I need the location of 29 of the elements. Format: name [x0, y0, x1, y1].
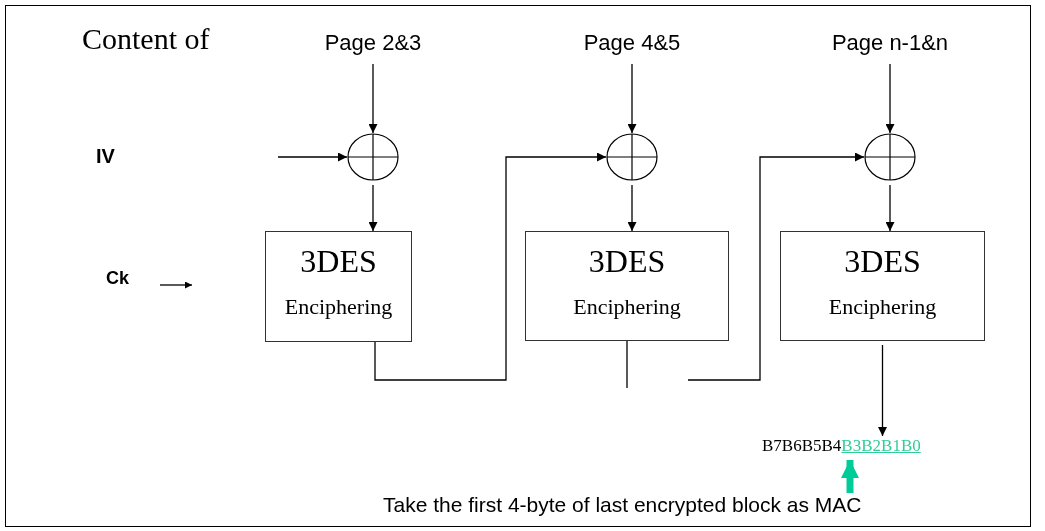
arrow — [627, 184, 637, 232]
cipher-subtitle: Enciphering — [827, 294, 938, 321]
arrow — [885, 184, 895, 232]
connector-line — [626, 340, 628, 389]
arrow — [277, 152, 348, 162]
cipher-box — [525, 231, 729, 341]
cipher-title: 3DES — [587, 242, 667, 281]
page-label: Page 2&3 — [324, 30, 422, 55]
heading-text: Content of — [82, 22, 210, 56]
arrow — [368, 63, 378, 134]
page-label: Page n-1&n — [831, 30, 949, 55]
arrow — [374, 152, 607, 381]
caption-text: Take the first 4-byte of last encrypted block as MAC — [383, 493, 862, 516]
input-label: IV — [96, 145, 115, 168]
block-bytes: B7B6B5B4 — [762, 436, 842, 455]
cipher-subtitle: Enciphering — [283, 294, 394, 321]
cipher-box — [265, 231, 412, 342]
mac-bytes: B3B2B1B0 — [841, 436, 921, 455]
key-label: Ck — [106, 268, 129, 289]
cipher-subtitle: Enciphering — [572, 294, 682, 321]
cipher-title: 3DES — [843, 242, 922, 281]
arrow — [627, 63, 637, 134]
cipher-title: 3DES — [299, 242, 378, 281]
arrow — [885, 63, 895, 134]
arrow — [687, 152, 865, 381]
arrow — [878, 344, 887, 437]
page-label: Page 4&5 — [583, 30, 681, 55]
arrow — [368, 184, 378, 232]
cipher-box — [780, 231, 985, 341]
